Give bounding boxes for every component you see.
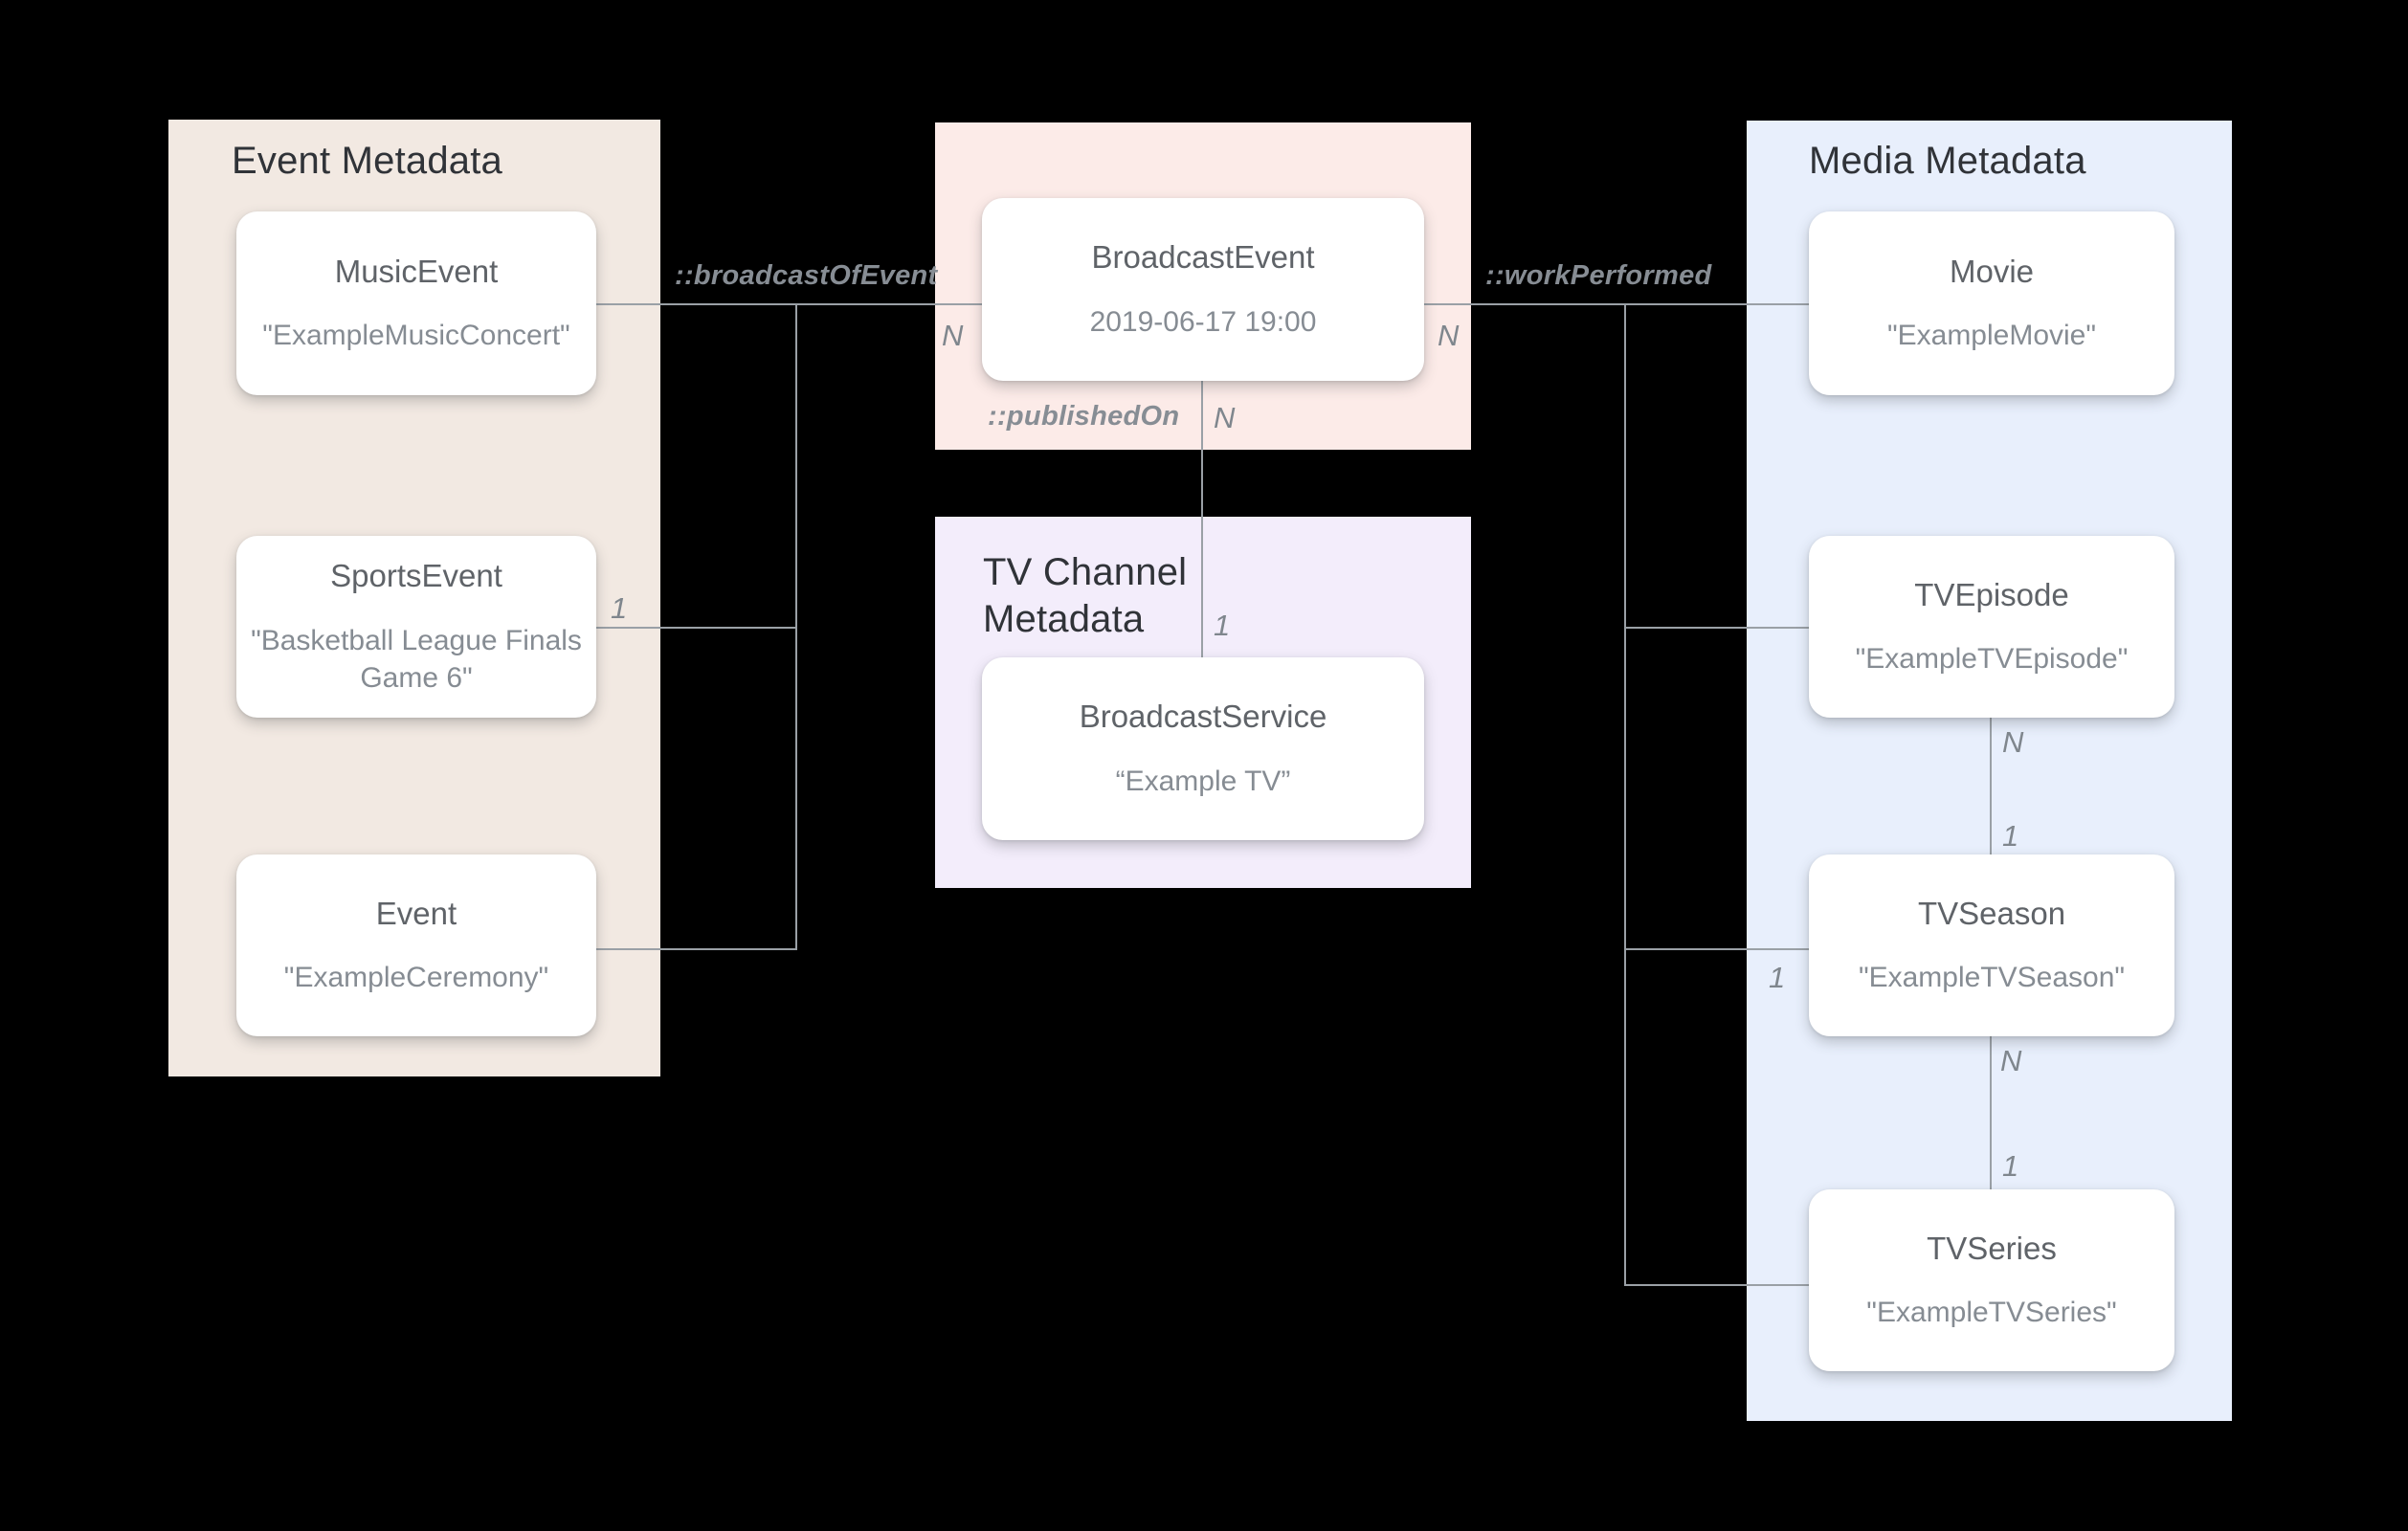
node-broadcastservice: BroadcastService “Example TV” (982, 657, 1424, 840)
edge-tvepisode-tvseason (1990, 718, 1992, 854)
node-broadcastevent-name: BroadcastEvent (1091, 239, 1315, 276)
node-tvseason-value: "ExampleTVSeason" (1858, 962, 2126, 994)
mult-publishedon-one: 1 (1214, 609, 1231, 642)
mult-publishedon-n: N (1214, 401, 1236, 434)
edge-trunk-tvseason (1624, 948, 1809, 950)
node-broadcastevent-value: 2019-06-17 19:00 (1089, 305, 1317, 338)
mult-episode-season-n: N (2002, 725, 2024, 759)
node-musicevent-value: "ExampleMusicConcert" (262, 320, 570, 352)
mult-tvseason-left-one: 1 (1769, 961, 1786, 994)
node-event-value: "ExampleCeremony" (283, 962, 549, 994)
node-tvseason-name: TVSeason (1917, 895, 2066, 931)
mult-broadcastevent-left-n: N (942, 319, 964, 352)
mult-episode-season-one: 1 (2002, 819, 2019, 853)
node-broadcastservice-value: “Example TV” (1115, 765, 1291, 797)
node-event-name: Event (375, 895, 457, 931)
tv-channel-metadata-title: TV Channel Metadata (983, 551, 1188, 640)
mult-sportsevent-one: 1 (611, 591, 628, 625)
node-tvepisode: TVEpisode "ExampleTVEpisode" (1809, 536, 2174, 718)
node-movie: Movie "ExampleMovie" (1809, 211, 2174, 395)
mult-season-series-one: 1 (2002, 1149, 2019, 1183)
node-sportsevent-value: "Basketball League Finals Game 6" (251, 624, 582, 694)
relation-workperformed-label: ::workPerformed (1485, 260, 1712, 291)
edge-publishedon (1201, 381, 1203, 657)
node-event: Event "ExampleCeremony" (236, 854, 596, 1036)
edge-musicevent-broadcastevent (596, 303, 982, 305)
relation-broadcastofevent-label: ::broadcastOfEvent (675, 260, 938, 291)
node-broadcastservice-name: BroadcastService (1079, 699, 1327, 735)
node-sportsevent: SportsEvent "Basketball League Finals Ga… (236, 536, 596, 718)
mult-season-series-n: N (2000, 1044, 2022, 1077)
edge-trunk-tvseries (1624, 1284, 1809, 1286)
edge-right-trunk (1624, 303, 1626, 1286)
node-tvepisode-value: "ExampleTVEpisode" (1855, 643, 2129, 676)
mult-broadcastevent-right-n: N (1438, 319, 1460, 352)
node-movie-name: Movie (1949, 253, 2035, 289)
event-metadata-title: Event Metadata (232, 140, 502, 182)
node-tvseries: TVSeries "ExampleTVSeries" (1809, 1189, 2174, 1371)
node-movie-value: "ExampleMovie" (1886, 320, 2097, 352)
node-tvepisode-name: TVEpisode (1914, 576, 2069, 612)
edge-trunk-tvepisode (1624, 627, 1809, 629)
edge-sportsevent-trunk (596, 627, 797, 629)
media-metadata-title: Media Metadata (1809, 140, 2086, 182)
edge-event-trunk (596, 948, 797, 950)
edge-broadcastevent-movie (1424, 303, 1809, 305)
node-sportsevent-name: SportsEvent (330, 558, 502, 594)
edge-tvseason-tvseries (1990, 1036, 1992, 1189)
node-musicevent-name: MusicEvent (334, 253, 499, 289)
node-broadcastevent: BroadcastEvent 2019-06-17 19:00 (982, 198, 1424, 381)
relation-publishedon-label: ::publishedOn (988, 401, 1180, 432)
edge-left-trunk (795, 303, 797, 950)
node-musicevent: MusicEvent "ExampleMusicConcert" (236, 211, 596, 395)
node-tvseries-value: "ExampleTVSeries" (1866, 1297, 2117, 1329)
node-tvseason: TVSeason "ExampleTVSeason" (1809, 854, 2174, 1036)
node-tvseries-name: TVSeries (1927, 1230, 2057, 1266)
